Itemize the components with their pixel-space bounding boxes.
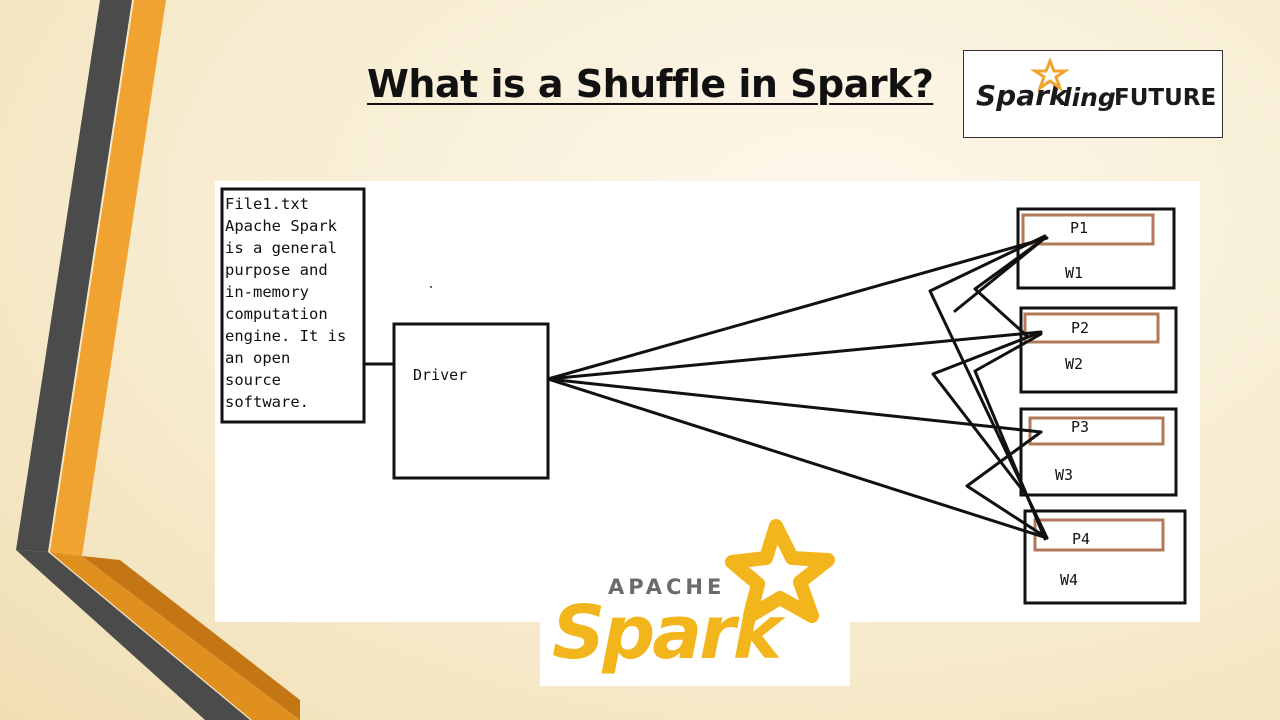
file-line: source	[225, 371, 281, 389]
partition-label-p1: P1	[1070, 219, 1089, 237]
worker-box-w3	[1019, 407, 1178, 497]
file-line: File1.txt	[225, 195, 309, 213]
worker-box-w4	[1023, 509, 1187, 605]
worker-box-w1	[1016, 207, 1176, 290]
slide-title: What is a Shuffle in Spark?	[367, 62, 934, 106]
file-line: engine. It is	[225, 327, 347, 345]
file-line: computation	[225, 305, 328, 323]
partition-box-p3	[1028, 416, 1165, 446]
apache-text: APACHE	[608, 575, 725, 599]
file-line: software.	[225, 393, 309, 411]
file-line: is a general	[225, 239, 337, 257]
spark-star-icon	[725, 519, 835, 623]
shuffle-lines	[928, 234, 1049, 541]
partition-box-p4	[1033, 518, 1165, 552]
partition-label-p3: P3	[1071, 418, 1090, 436]
partition-label-p4: P4	[1072, 530, 1091, 548]
worker-label-w2: W2	[1065, 355, 1084, 373]
file-content-text: File1.txt Apache Spark is a general purp…	[225, 193, 346, 413]
file-line: in-memory	[225, 283, 309, 301]
logo-future-text: FUTURE	[1114, 85, 1216, 111]
sparkling-future-logo: Spark ling FUTURE	[963, 50, 1223, 138]
worker-label-w3: W3	[1055, 466, 1074, 484]
partition-label-p2: P2	[1071, 319, 1090, 337]
partition-box-p1	[1021, 213, 1155, 246]
file-line: purpose and	[225, 261, 328, 279]
driver-label: Driver	[413, 366, 468, 384]
file-box	[220, 187, 366, 424]
apache-spark-logo: APACHE Spark	[540, 518, 850, 686]
driver-box	[392, 322, 550, 480]
file-line: an open	[225, 349, 291, 367]
worker-label-w1: W1	[1065, 264, 1084, 282]
logo-star-icon	[1030, 56, 1070, 92]
partition-box-p2	[1023, 312, 1160, 344]
logo-ling-text: ling	[1063, 83, 1116, 112]
worker-box-w2	[1019, 306, 1178, 394]
driver-partition-arrows	[546, 236, 1049, 540]
worker-label-w4: W4	[1060, 571, 1079, 589]
file-line: Apache Spark	[225, 217, 337, 235]
decorative-stripes	[16, 0, 300, 720]
